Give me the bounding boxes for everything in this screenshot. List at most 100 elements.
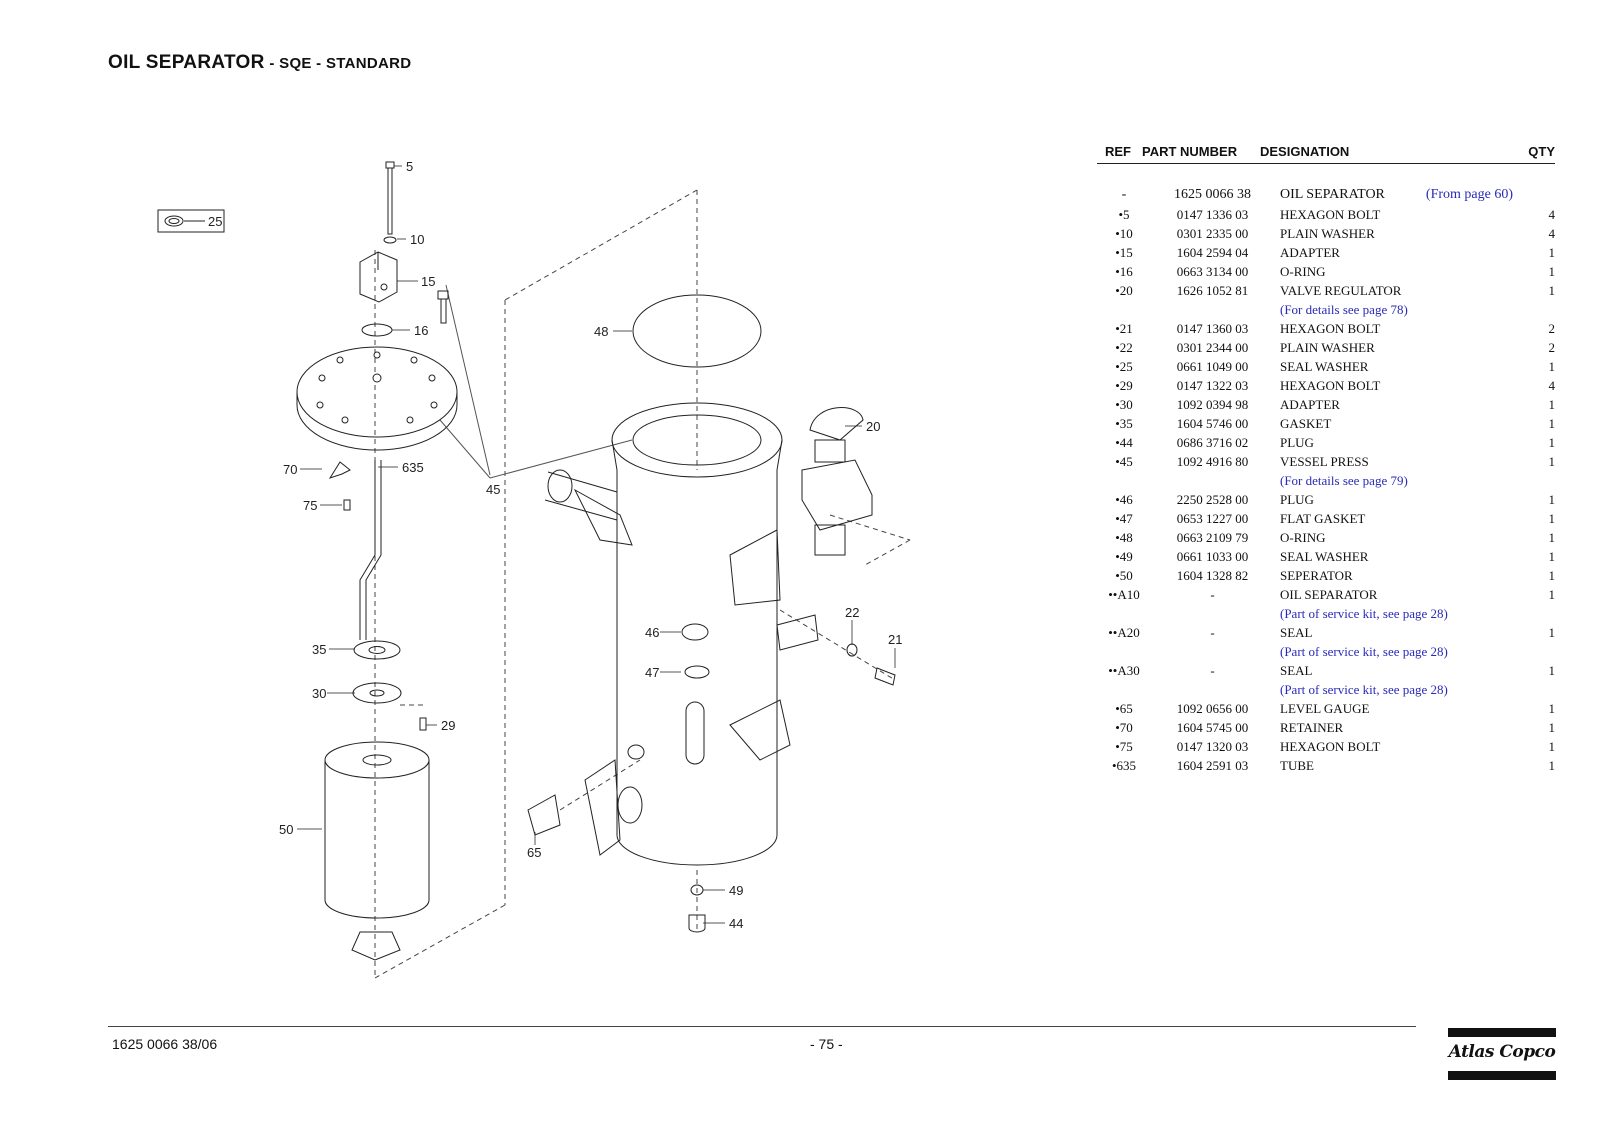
row-qty: 1: [1548, 624, 1556, 640]
row-designation: HEXAGON BOLT: [1280, 206, 1381, 222]
row-note-link[interactable]: (For details see page 78): [1280, 301, 1408, 317]
page-title: OIL SEPARATOR - SQE - STANDARD: [108, 52, 411, 74]
row-part-number: 0301 2344 00: [1176, 339, 1249, 355]
row-note-link[interactable]: (Part of service kit, see page 28): [1280, 643, 1448, 659]
parts-table-header: REF PART NUMBER DESIGNATION QTY: [1097, 140, 1555, 164]
row-qty: 4: [1548, 377, 1556, 393]
row-ref: ••A20: [1108, 624, 1140, 640]
callout-47: 47: [645, 665, 659, 680]
row-designation: FLAT GASKET: [1280, 510, 1366, 526]
callout-65: 65: [527, 845, 541, 860]
callout-45: 45: [486, 482, 500, 497]
callout-16: 16: [414, 323, 428, 338]
callout-30: 30: [312, 686, 326, 701]
row-qty: 1: [1548, 738, 1556, 754]
row-part-number: 1625 0066 38: [1174, 187, 1251, 202]
callout-5: 5: [406, 159, 413, 174]
row-part-number: 0653 1227 00: [1176, 510, 1249, 526]
atlas-copco-logo: Atlas Copco: [1448, 1028, 1556, 1080]
document-number: 1625 0066 38/06: [112, 1036, 218, 1052]
table-row-assembly: - 1625 0066 38 OIL SEPARATOR (From page …: [1097, 185, 1555, 205]
row-part-number: 0663 3134 00: [1176, 263, 1249, 279]
row-qty: 2: [1548, 339, 1556, 355]
assembly-designation: OIL SEPARATOR: [1280, 187, 1385, 202]
row-qty: 1: [1548, 700, 1556, 716]
row-ref: •70: [1115, 719, 1133, 735]
table-row-note: (Part of service kit, see page 28): [1097, 642, 1555, 661]
row-part-number: -: [1210, 662, 1215, 678]
row-note-link[interactable]: (Part of service kit, see page 28): [1280, 605, 1448, 621]
row-part-number: 1092 0656 00: [1176, 700, 1249, 716]
row-designation: TUBE: [1280, 757, 1314, 773]
row-ref: •44: [1115, 434, 1133, 450]
row-qty: 4: [1548, 206, 1556, 222]
row-designation: RETAINER: [1280, 719, 1344, 735]
table-row-note: (For details see page 79): [1097, 471, 1555, 490]
row-ref: •45: [1115, 453, 1133, 469]
row-qty: 2: [1548, 320, 1556, 336]
row-qty: 1: [1548, 567, 1556, 583]
logo-bar-top: [1448, 1028, 1556, 1037]
callout-635: 635: [402, 460, 424, 475]
callout-50: 50: [279, 822, 293, 837]
row-designation: LEVEL GAUGE: [1280, 700, 1370, 716]
row-note-link[interactable]: (Part of service kit, see page 28): [1280, 681, 1448, 697]
row-ref: •15: [1115, 244, 1133, 260]
row-qty: 1: [1548, 510, 1556, 526]
row-qty: 1: [1548, 719, 1556, 735]
row-part-number: 0147 1322 03: [1176, 377, 1249, 393]
row-part-number: 0147 1360 03: [1176, 320, 1249, 336]
row-part-number: 1092 0394 98: [1176, 396, 1249, 412]
row-designation: ADAPTER: [1280, 244, 1340, 260]
callout-15: 15: [421, 274, 435, 289]
table-row-note: (For details see page 78): [1097, 300, 1555, 319]
callout-49: 49: [729, 883, 743, 898]
row-designation: OIL SEPARATOR (From page 60): [1280, 187, 1535, 203]
callout-35: 35: [312, 642, 326, 657]
callout-44: 44: [729, 916, 743, 931]
row-part-number: 1626 1052 81: [1176, 282, 1249, 298]
row-ref: •75: [1115, 738, 1133, 754]
row-qty: 1: [1548, 757, 1556, 773]
page-number: - 75 -: [810, 1036, 843, 1052]
row-ref: •10: [1115, 225, 1133, 241]
row-part-number: 2250 2528 00: [1176, 491, 1249, 507]
row-ref: •635: [1111, 757, 1137, 773]
callout-25: 25: [208, 214, 222, 229]
row-qty: 1: [1548, 415, 1556, 431]
parts-table-body: - 1625 0066 38 OIL SEPARATOR (From page …: [1097, 185, 1555, 775]
row-qty: 1: [1548, 244, 1556, 260]
row-ref: •48: [1115, 529, 1133, 545]
row-ref: •50: [1115, 567, 1133, 583]
row-designation: PLAIN WASHER: [1280, 225, 1375, 241]
row-designation: HEXAGON BOLT: [1280, 377, 1381, 393]
row-ref: •21: [1115, 320, 1133, 336]
row-designation: HEXAGON BOLT: [1280, 320, 1381, 336]
footer-divider: [108, 1026, 1416, 1027]
page-title-sub: - SQE - STANDARD: [269, 55, 412, 72]
row-part-number: 0661 1033 00: [1176, 548, 1249, 564]
table-row-note: (Part of service kit, see page 28): [1097, 680, 1555, 699]
table-row: •21 0147 1360 03 HEXAGON BOLT 2: [1097, 319, 1555, 338]
row-designation: VALVE REGULATOR: [1280, 282, 1402, 298]
logo-bar-bottom: [1448, 1071, 1556, 1080]
row-note-link[interactable]: (For details see page 79): [1280, 472, 1408, 488]
row-qty: 1: [1548, 396, 1556, 412]
callout-48: 48: [594, 324, 608, 339]
row-qty: 1: [1548, 453, 1556, 469]
row-designation: SEAL WASHER: [1280, 548, 1369, 564]
row-ref: -: [1121, 187, 1127, 202]
assembly-from-page-link[interactable]: (From page 60): [1425, 187, 1513, 202]
